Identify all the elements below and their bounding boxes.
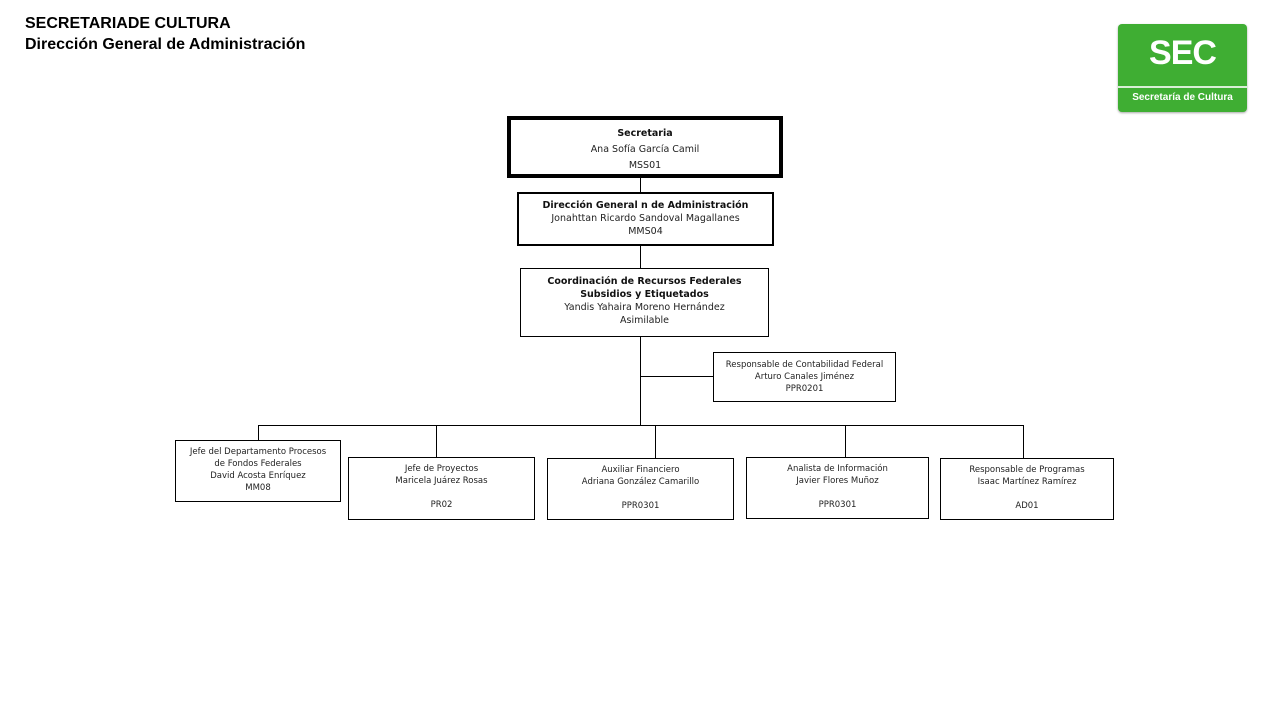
node-title-line2: Subsidios y Etiquetados — [580, 289, 709, 300]
node-jefe-depto: Jefe del Departamento Procesos de Fondos… — [175, 440, 341, 502]
node-title: Responsable de Programas — [969, 465, 1085, 475]
connector-secretaria-direccion — [640, 176, 641, 193]
node-title: Analista de Información — [787, 464, 888, 474]
node-code: MM08 — [245, 483, 271, 493]
connector-analista — [845, 425, 846, 457]
sec-logo: SEC Secretaría de Cultura — [1118, 24, 1247, 112]
connector-coordinacion-down — [640, 336, 641, 426]
node-title: Responsable de Contabilidad Federal — [725, 360, 884, 370]
node-title-line2: de Fondos Federales — [214, 459, 302, 469]
logo-subtitle: Secretaría de Cultura — [1132, 92, 1233, 103]
node-code: AD01 — [1015, 501, 1039, 511]
node-person: Maricela Juárez Rosas — [395, 476, 488, 486]
connector-auxiliar — [655, 425, 656, 458]
node-resp-programas: Responsable de Programas Isaac Martínez … — [940, 458, 1114, 520]
node-secretaria: Secretaria Ana Sofía García Camil MSS01 — [507, 116, 783, 178]
node-direccion: Dirección General n de Administración Jo… — [517, 192, 774, 246]
header-title: SECRETARIADE CULTURA — [25, 15, 231, 32]
node-code: MMS04 — [628, 226, 663, 237]
node-code: PPR0301 — [621, 501, 660, 511]
connector-direccion-coordinacion — [640, 245, 641, 269]
node-person: Javier Flores Muñoz — [796, 476, 879, 486]
node-person: Adriana González Camarillo — [581, 477, 700, 487]
node-code: PPR0301 — [818, 500, 857, 510]
logo-text: SEC — [1149, 34, 1217, 72]
node-code: PR02 — [430, 500, 453, 510]
node-code: PPR0201 — [785, 384, 824, 394]
node-coordinacion: Coordinación de Recursos Federales Subsi… — [520, 268, 769, 337]
node-person: Jonahttan Ricardo Sandoval Magallanes — [551, 213, 740, 224]
node-title: Dirección General n de Administración — [542, 200, 749, 211]
connector-contabilidad — [640, 376, 714, 377]
connector-jefe-proyectos — [436, 425, 437, 457]
header-subtitle: Dirección General de Administración — [25, 36, 306, 53]
node-title: Auxiliar Financiero — [601, 465, 680, 475]
connector-horizontal-bus — [258, 425, 1024, 426]
node-analista: Analista de Información Javier Flores Mu… — [746, 457, 929, 519]
node-code: MSS01 — [628, 160, 662, 171]
node-title-line1: Coordinación de Recursos Federales — [547, 276, 742, 287]
node-person: Isaac Martínez Ramírez — [977, 477, 1077, 487]
node-person: David Acosta Enríquez — [210, 471, 306, 481]
node-jefe-proyectos: Jefe de Proyectos Maricela Juárez Rosas … — [348, 457, 535, 520]
connector-resp-programas — [1023, 425, 1024, 458]
node-person: Yandis Yahaira Moreno Hernández — [564, 302, 725, 313]
node-title: Secretaria — [617, 128, 673, 139]
node-title-line1: Jefe del Departamento Procesos — [189, 447, 327, 457]
node-contabilidad: Responsable de Contabilidad Federal Artu… — [713, 352, 896, 402]
node-person: Ana Sofía García Camil — [590, 144, 700, 155]
node-auxiliar: Auxiliar Financiero Adriana González Cam… — [547, 458, 734, 520]
logo-divider — [1118, 86, 1247, 88]
node-code: Asimilable — [620, 315, 669, 326]
node-person: Arturo Canales Jiménez — [754, 372, 855, 382]
node-title: Jefe de Proyectos — [404, 464, 479, 474]
connector-jefe-depto — [258, 425, 259, 441]
